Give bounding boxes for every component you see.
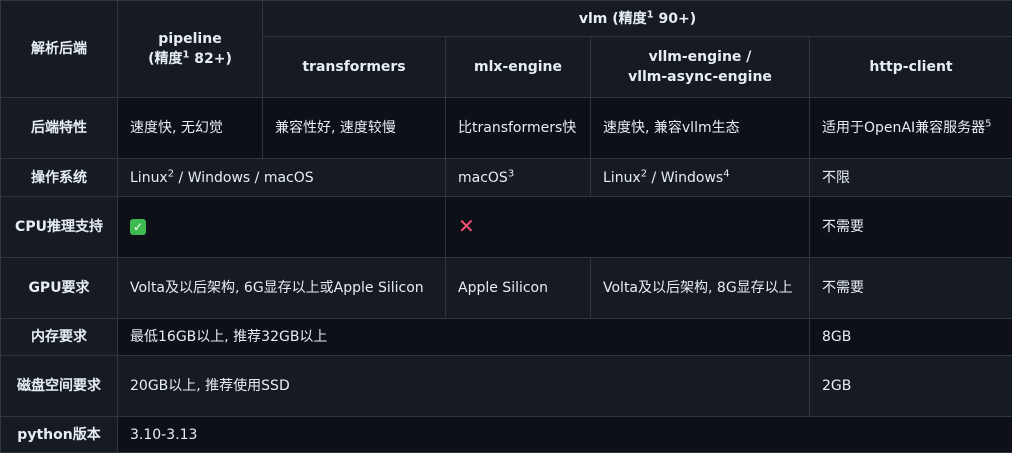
table-row: 内存要求 最低16GB以上, 推荐32GB以上 8GB	[1, 319, 1012, 356]
cell-cpu-unsupported: ✕	[446, 197, 810, 258]
cell-os-http: 不限	[810, 159, 1012, 197]
pipeline-title: pipeline	[158, 31, 221, 47]
cell-disk-http: 2GB	[810, 356, 1012, 417]
cross-icon: ✕	[458, 216, 475, 236]
header-parse-backend: 解析后端	[1, 1, 118, 98]
row-label-cpu: CPU推理支持	[1, 197, 118, 258]
cell-features-transformers: 兼容性好, 速度较慢	[263, 98, 446, 159]
cell-python-version: 3.10-3.13	[118, 417, 1012, 453]
cell-os-pipeline: Linux2 / Windows / macOS	[118, 159, 446, 197]
row-label-disk: 磁盘空间要求	[1, 356, 118, 417]
cell-os-vllm: Linux2 / Windows4	[591, 159, 810, 197]
header-transformers: transformers	[263, 37, 446, 98]
header-row-1: 解析后端 pipeline (精度1 82+) vlm (精度1 90+)	[1, 1, 1012, 37]
cell-features-vllm: 速度快, 兼容vllm生态	[591, 98, 810, 159]
table-row: 后端特性 速度快, 无幻觉 兼容性好, 速度较慢 比transformers快 …	[1, 98, 1012, 159]
cell-os-mlx: macOS3	[446, 159, 591, 197]
row-label-gpu: GPU要求	[1, 258, 118, 319]
header-mlx-engine: mlx-engine	[446, 37, 591, 98]
cell-features-pipeline: 速度快, 无幻觉	[118, 98, 263, 159]
cell-gpu-http: 不需要	[810, 258, 1012, 319]
header-vllm-engine: vllm-engine / vllm-async-engine	[591, 37, 810, 98]
cell-cpu-supported: ✓	[118, 197, 446, 258]
cell-gpu-pipeline: Volta及以后架构, 6G显存以上或Apple Silicon	[118, 258, 446, 319]
cell-disk-main: 20GB以上, 推荐使用SSD	[118, 356, 810, 417]
cell-memory-main: 最低16GB以上, 推荐32GB以上	[118, 319, 810, 356]
table-row: python版本 3.10-3.13	[1, 417, 1012, 453]
cell-features-mlx: 比transformers快	[446, 98, 591, 159]
row-label-os: 操作系统	[1, 159, 118, 197]
table-row: 操作系统 Linux2 / Windows / macOS macOS3 Lin…	[1, 159, 1012, 197]
cell-cpu-http: 不需要	[810, 197, 1012, 258]
cell-gpu-vllm: Volta及以后架构, 8G显存以上	[591, 258, 810, 319]
check-icon: ✓	[130, 219, 146, 235]
cell-gpu-mlx: Apple Silicon	[446, 258, 591, 319]
header-http-client: http-client	[810, 37, 1012, 98]
cell-memory-http: 8GB	[810, 319, 1012, 356]
table-row: GPU要求 Volta及以后架构, 6G显存以上或Apple Silicon A…	[1, 258, 1012, 319]
cell-features-http: 适用于OpenAI兼容服务器5	[810, 98, 1012, 159]
table-row: 磁盘空间要求 20GB以上, 推荐使用SSD 2GB	[1, 356, 1012, 417]
row-label-features: 后端特性	[1, 98, 118, 159]
row-label-python: python版本	[1, 417, 118, 453]
table-row: CPU推理支持 ✓ ✕ 不需要	[1, 197, 1012, 258]
row-label-memory: 内存要求	[1, 319, 118, 356]
header-vlm: vlm (精度1 90+)	[263, 1, 1012, 37]
header-pipeline: pipeline (精度1 82+)	[118, 1, 263, 98]
